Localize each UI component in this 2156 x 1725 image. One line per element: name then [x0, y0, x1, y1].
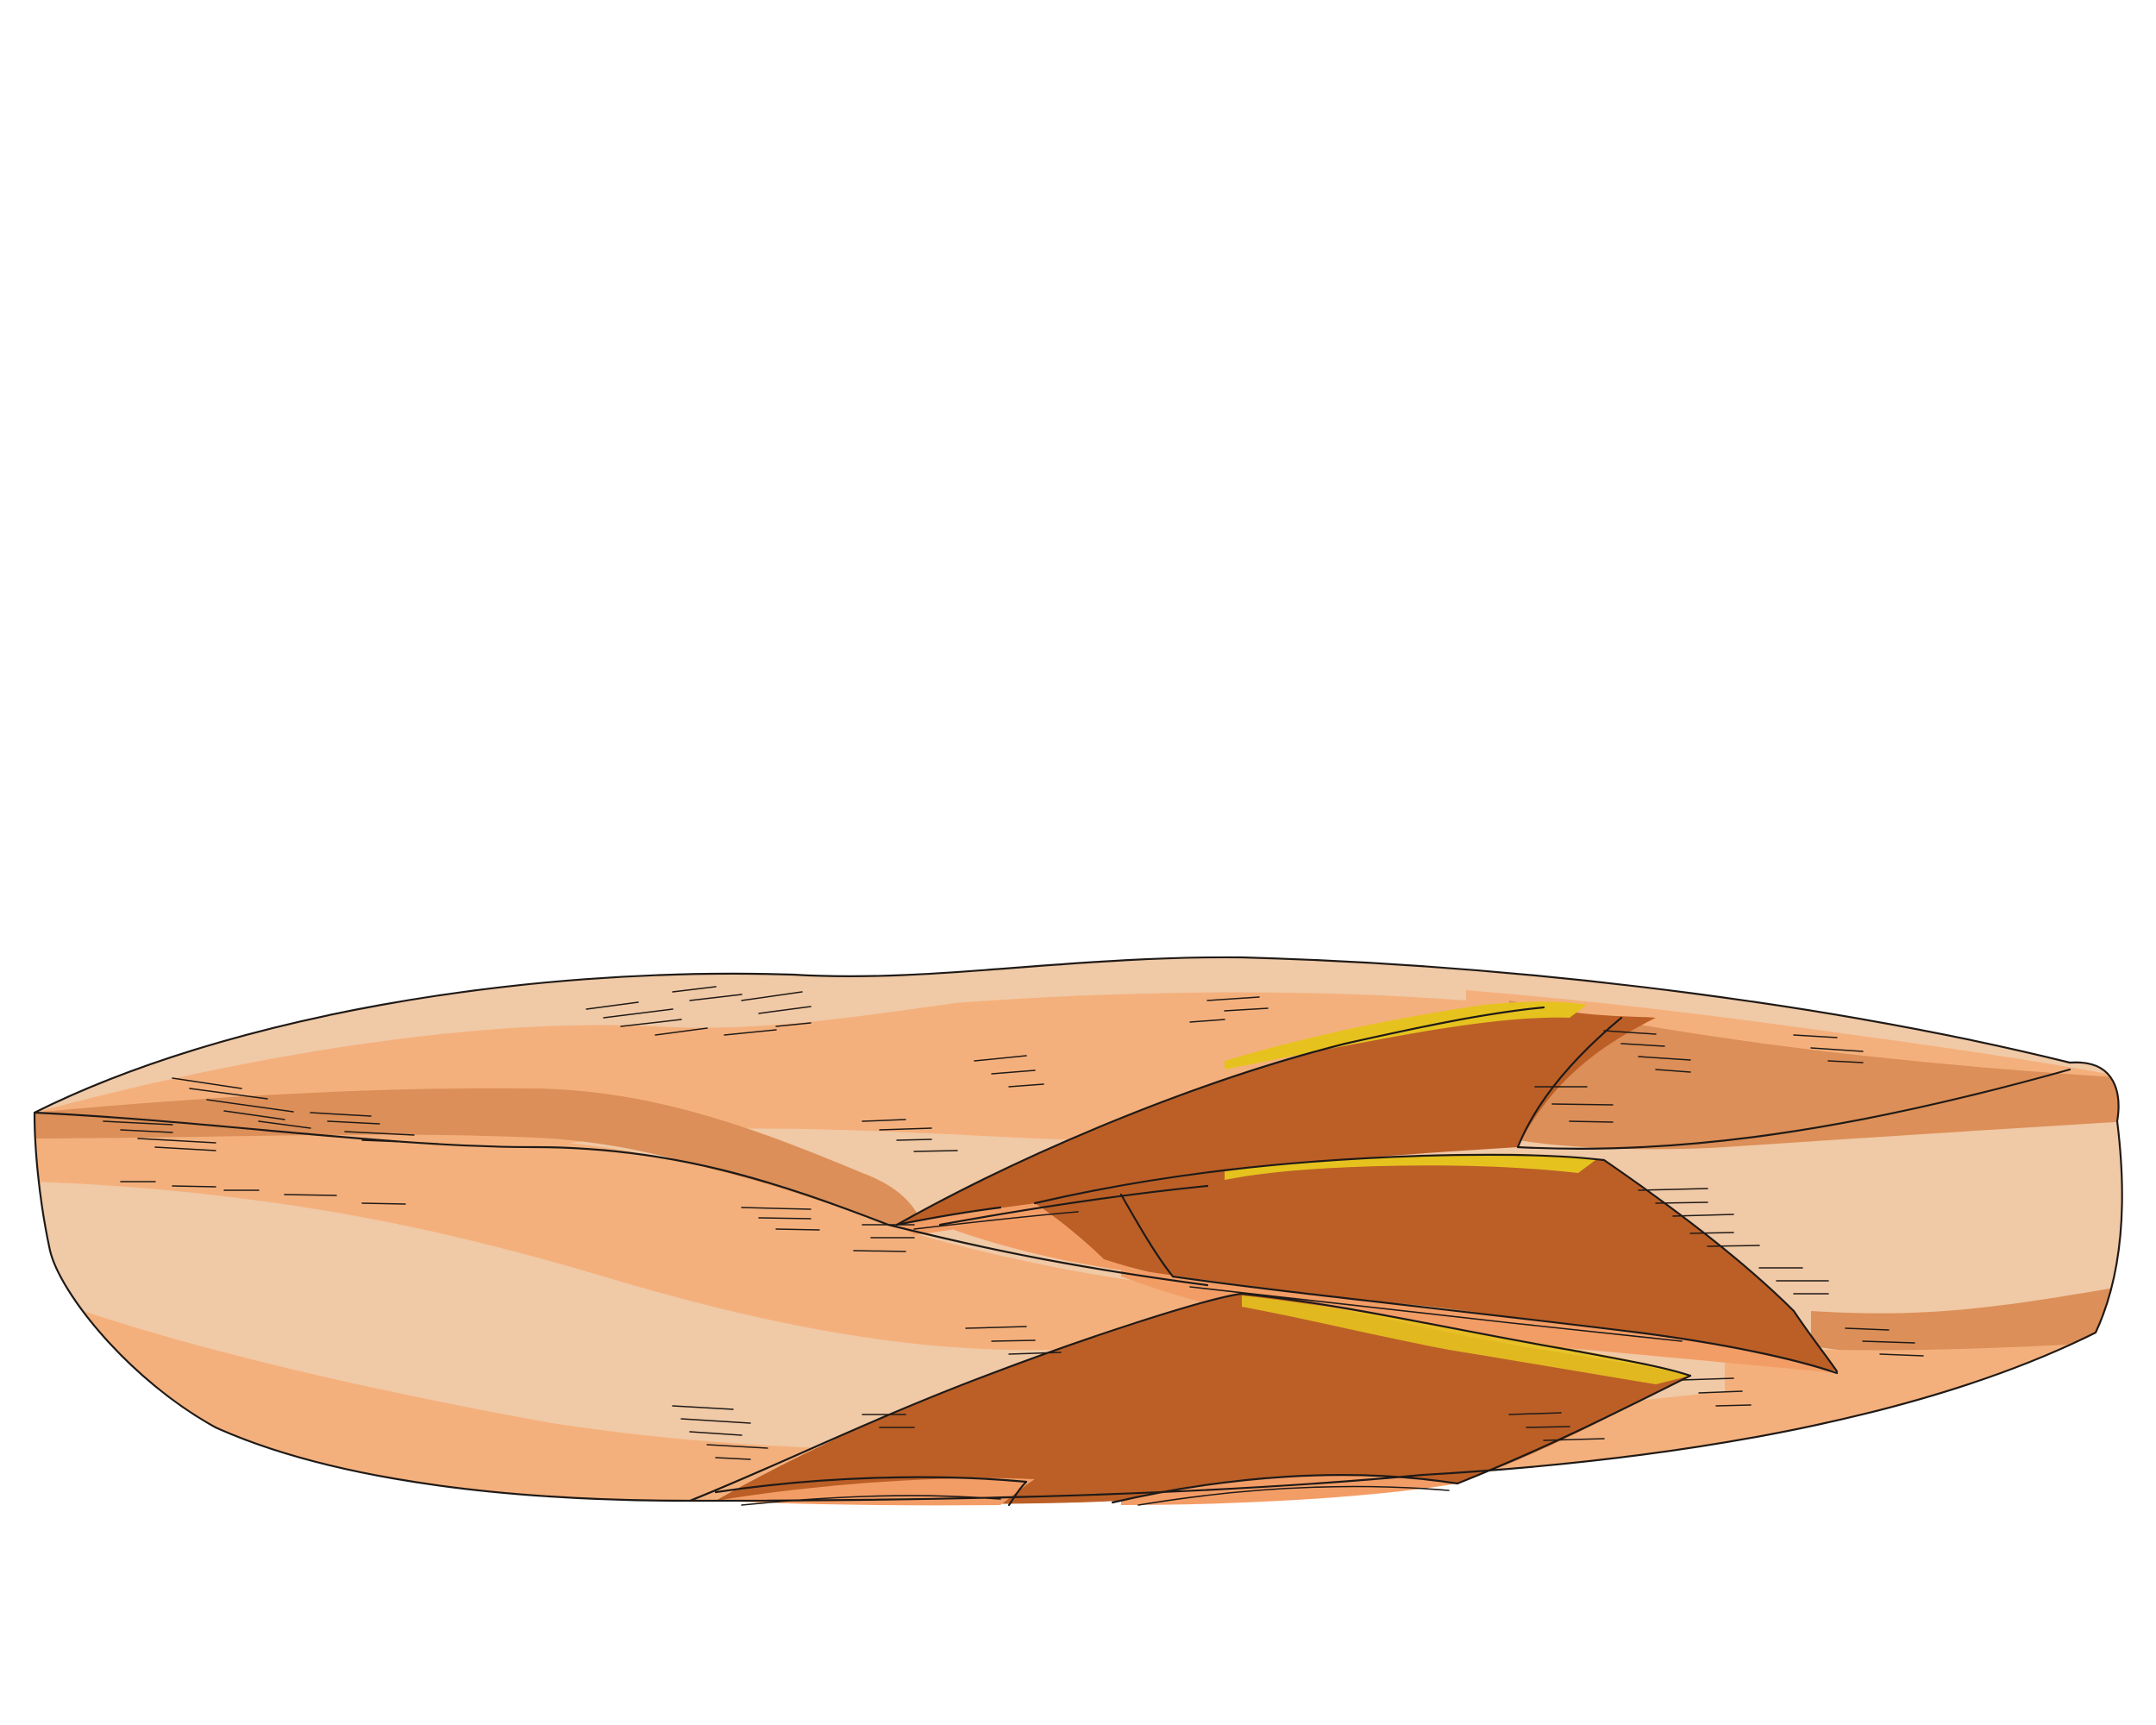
right-lower-orange-band — [1811, 1285, 2122, 1356]
top-light-band — [604, 963, 1466, 1013]
mid-peach-wedge — [34, 1135, 1242, 1351]
right-orange-band — [1509, 1000, 2122, 1150]
slab-outlines — [33, 956, 2123, 1507]
texture-hatching — [103, 986, 1924, 1460]
lower-rust-fold — [716, 1294, 1690, 1506]
left-orange-band — [34, 1088, 923, 1225]
